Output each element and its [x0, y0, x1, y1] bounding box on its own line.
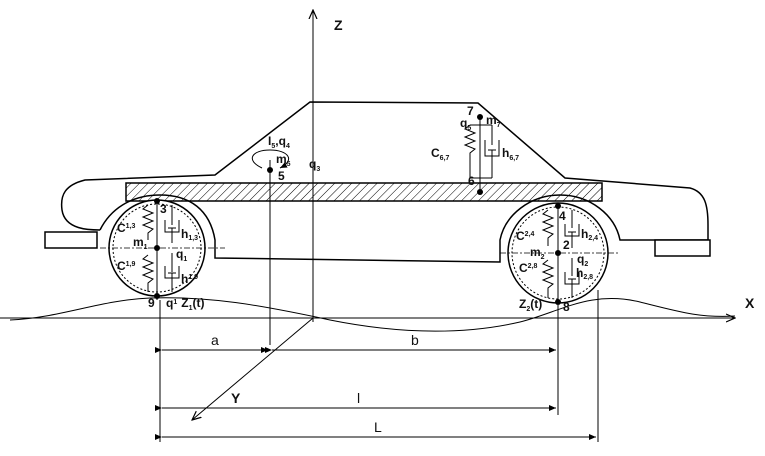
mass-2-label: m2	[530, 245, 545, 261]
x-axis-label: X	[745, 295, 755, 311]
point-5	[267, 167, 273, 173]
q3-label: q3	[309, 157, 320, 173]
dim-L-label: L	[374, 419, 382, 435]
c28-label: C2,8	[519, 261, 538, 275]
rear-upper-spring	[541, 209, 555, 246]
dim-b-label: b	[411, 332, 419, 348]
point-6-label: 6	[468, 174, 475, 188]
q5-label: q5	[460, 116, 471, 132]
h24-label: h2,4	[581, 227, 598, 242]
front-bumper	[44, 231, 98, 249]
dim-l-label: l	[357, 390, 360, 406]
point-2-label: 2	[563, 238, 570, 252]
y-axis-label: Y	[231, 390, 241, 406]
sprung-frame	[125, 182, 603, 202]
c67-label: C6,7	[431, 146, 450, 162]
point-5-label: 5	[278, 169, 285, 183]
rear-bumper	[654, 239, 711, 257]
seat-damper	[470, 124, 500, 179]
c19-label: C1,9	[117, 259, 136, 273]
q2-label: q2	[577, 252, 588, 268]
front-lower-damper	[164, 253, 180, 292]
pitch-rotation-arrow	[251, 149, 290, 169]
rear-upper-damper	[564, 210, 580, 248]
z-axis-label: Z	[334, 17, 343, 33]
point-4-label: 4	[559, 209, 566, 223]
point-8-label: 8	[563, 300, 570, 314]
dim-a-label: a	[211, 332, 219, 348]
h13-label: h1,3	[181, 227, 198, 242]
h67-label: h6,7	[502, 146, 519, 162]
c24-label: C2,4	[516, 229, 535, 243]
point-9-label: 9	[148, 296, 155, 310]
rear-lower-damper	[564, 258, 580, 298]
point-9	[154, 293, 160, 299]
point-3	[154, 198, 160, 204]
q1-label: q1	[176, 247, 187, 263]
inertia-label: I5,q4	[268, 134, 290, 150]
seat-spring	[463, 124, 477, 178]
point-2	[555, 250, 561, 256]
c13-label: C1,3	[117, 221, 136, 235]
point-7	[477, 114, 483, 120]
front-upper-damper	[164, 205, 180, 243]
point-7-label: 7	[467, 104, 474, 118]
point-1	[154, 245, 160, 251]
mass-7-label: m7	[486, 113, 501, 129]
point-4	[555, 203, 561, 209]
point-6	[477, 189, 483, 195]
mass-5-label: m5	[276, 152, 291, 168]
front-lower-spring	[141, 254, 155, 292]
point-8	[555, 299, 561, 305]
mass-1-label: m1	[133, 235, 148, 251]
road-profile	[9, 297, 736, 332]
h19-label: h1,9	[181, 272, 198, 286]
h28-label: h2,8	[576, 266, 593, 281]
front-upper-spring	[141, 204, 155, 240]
y-axis	[192, 317, 314, 420]
point-3-label: 3	[160, 202, 167, 216]
road-rear-label: Z2(t)	[519, 297, 542, 313]
rear-lower-spring	[541, 259, 555, 298]
